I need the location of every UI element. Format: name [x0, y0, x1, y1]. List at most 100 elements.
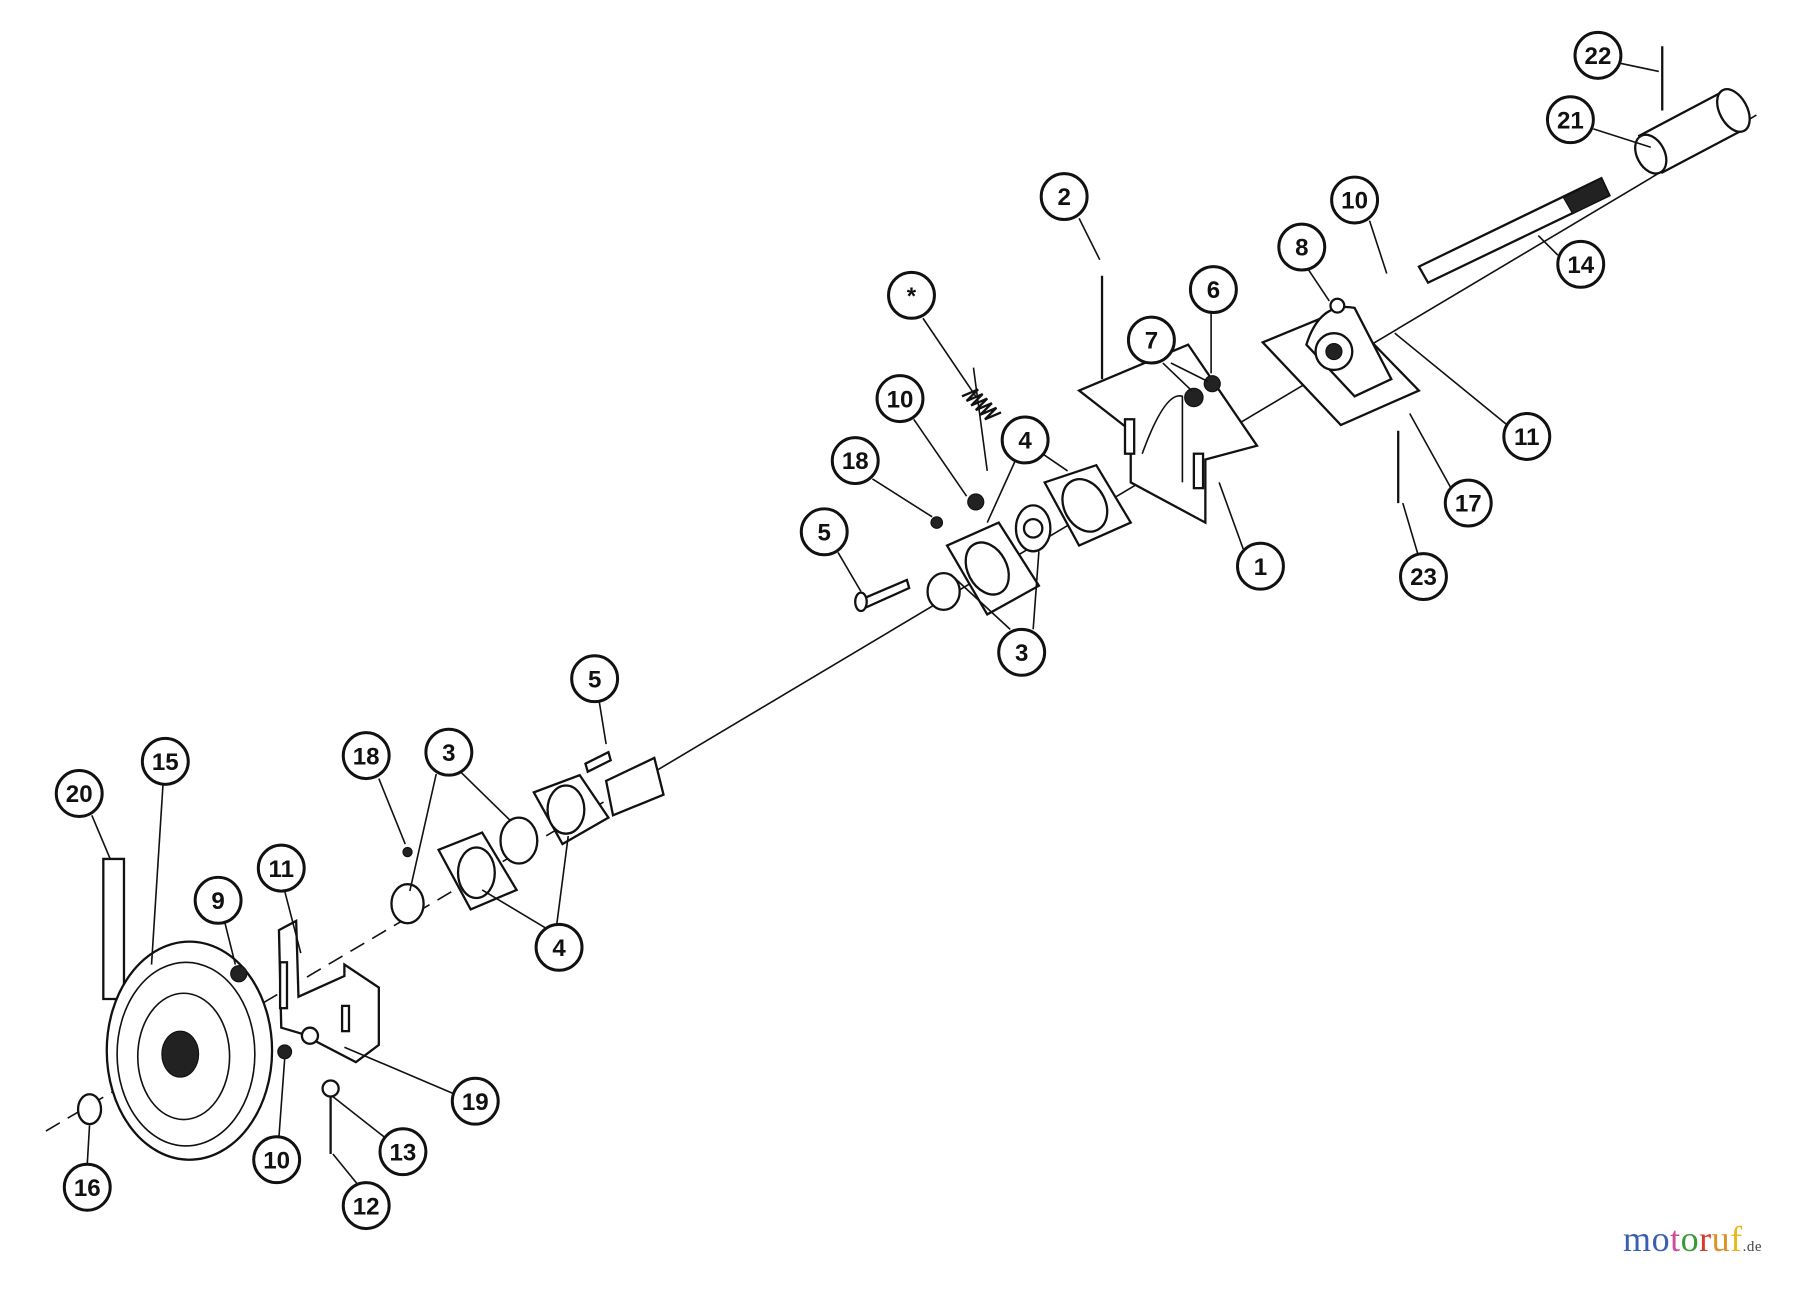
callout-circle — [424, 727, 474, 777]
part-coupler — [1634, 46, 1751, 175]
callout-number: 5 — [818, 519, 831, 546]
callout-5: 5 — [799, 507, 849, 557]
callout-number: 3 — [1015, 640, 1028, 667]
callout-number: 5 — [588, 666, 601, 693]
callout-circle — [256, 843, 306, 893]
callout-circle — [1126, 315, 1176, 365]
callout-22: 22 — [1573, 30, 1623, 80]
callout-number: 18 — [842, 448, 869, 475]
callout-23: 23 — [1399, 552, 1448, 602]
callout-number: 18 — [353, 743, 380, 770]
callout-number: 14 — [1567, 252, 1594, 279]
callout-circle — [830, 436, 880, 486]
callout-8: 8 — [1277, 222, 1327, 272]
part-bracket — [1076, 275, 1259, 525]
part-upper-bearings — [854, 463, 1133, 616]
callout-number: 19 — [462, 1089, 489, 1116]
callout-circle — [887, 270, 936, 320]
callout-number: 21 — [1557, 107, 1584, 134]
callout-number: 13 — [390, 1139, 417, 1166]
callout-circle — [252, 1135, 302, 1185]
callout-number: 2 — [1057, 184, 1070, 211]
callout-3: 3 — [997, 627, 1047, 677]
callout-number: 11 — [1514, 424, 1539, 451]
callout-6: 6 — [1188, 265, 1238, 315]
part-pillow-block — [1260, 297, 1421, 504]
callout-circle — [1443, 478, 1493, 528]
callout-5: 5 — [570, 654, 620, 704]
callout-1: 1 — [1236, 541, 1285, 591]
callout-number: 10 — [887, 386, 914, 413]
callout-circle — [1399, 552, 1448, 602]
part-lower-bearings — [390, 750, 665, 925]
callout-number: 10 — [263, 1147, 290, 1174]
watermark-letter: r — [1699, 1219, 1712, 1259]
callout-number: 22 — [1585, 43, 1612, 70]
callout-circle — [62, 1162, 112, 1212]
watermark-logo: motoruf.de — [1623, 1218, 1762, 1260]
callout-circle — [1556, 239, 1606, 289]
callout-circle — [1502, 412, 1552, 461]
watermark-letter: m — [1623, 1219, 1652, 1259]
callout-circle — [799, 507, 849, 557]
callout-circle — [1545, 95, 1595, 145]
callout-10: 10 — [875, 374, 925, 424]
callout-number: 23 — [1410, 564, 1437, 591]
callout-circle — [1039, 172, 1089, 222]
watermark-letter: u — [1711, 1219, 1731, 1259]
callout-3: 3 — [424, 727, 474, 777]
leader-lines — [86, 62, 1659, 1186]
callout-asterisk: * — [887, 270, 936, 320]
callout-18: 18 — [830, 436, 880, 486]
callout-10: 10 — [1330, 175, 1380, 225]
watermark-letter: f — [1730, 1219, 1743, 1259]
callout-circle — [341, 1181, 391, 1231]
callout-circle — [450, 1076, 500, 1126]
callout-10: 10 — [252, 1135, 302, 1185]
shaft-axis — [45, 114, 1757, 1132]
callout-18: 18 — [341, 731, 391, 781]
callout-number: 9 — [211, 888, 224, 915]
callout-2: 2 — [1039, 172, 1089, 222]
callout-17: 17 — [1443, 478, 1493, 528]
callout-circle — [1330, 175, 1380, 225]
callout-number: 3 — [442, 740, 455, 767]
callout-number: 16 — [74, 1175, 101, 1202]
callout-group: 22 21 14 2 10 8 6 * 7 11 10 4 18 17 1 23 5 3 5 15 20 18 3 11 9 4 1… — [54, 30, 1623, 1231]
callout-circle — [1277, 222, 1327, 272]
callout-number: * — [907, 283, 917, 310]
callout-15: 15 — [140, 736, 190, 786]
part-lower-bracket — [277, 919, 380, 1154]
callout-number: 20 — [66, 781, 93, 808]
watermark-letter: t — [1670, 1219, 1681, 1259]
callout-circle — [997, 627, 1047, 677]
callout-circle — [1000, 415, 1050, 465]
callout-circle — [1236, 541, 1285, 591]
callout-circle — [193, 875, 243, 925]
callout-number: 10 — [1341, 188, 1368, 215]
callout-4: 4 — [534, 922, 584, 972]
callout-12: 12 — [341, 1181, 391, 1231]
callout-number: 4 — [552, 935, 566, 962]
callout-21: 21 — [1545, 95, 1595, 145]
callout-number: 8 — [1295, 235, 1308, 262]
callout-19: 19 — [450, 1076, 500, 1126]
callout-number: 11 — [269, 856, 294, 883]
callout-number: 6 — [1207, 277, 1220, 304]
callout-7: 7 — [1126, 315, 1176, 365]
callout-4: 4 — [1000, 415, 1050, 465]
part-spring — [961, 367, 1002, 472]
part-pulley — [76, 857, 274, 1161]
callout-circle — [341, 731, 391, 781]
callout-14: 14 — [1556, 239, 1606, 289]
callout-number: 15 — [152, 749, 179, 776]
callout-number: 7 — [1145, 328, 1158, 355]
callout-circle — [1188, 265, 1238, 315]
callout-20: 20 — [54, 769, 104, 818]
callout-circle — [54, 769, 104, 818]
callout-circle — [140, 736, 190, 786]
callout-number: 12 — [353, 1193, 380, 1220]
callout-11: 11 — [256, 843, 306, 893]
watermark-letter: o — [1651, 1219, 1671, 1259]
